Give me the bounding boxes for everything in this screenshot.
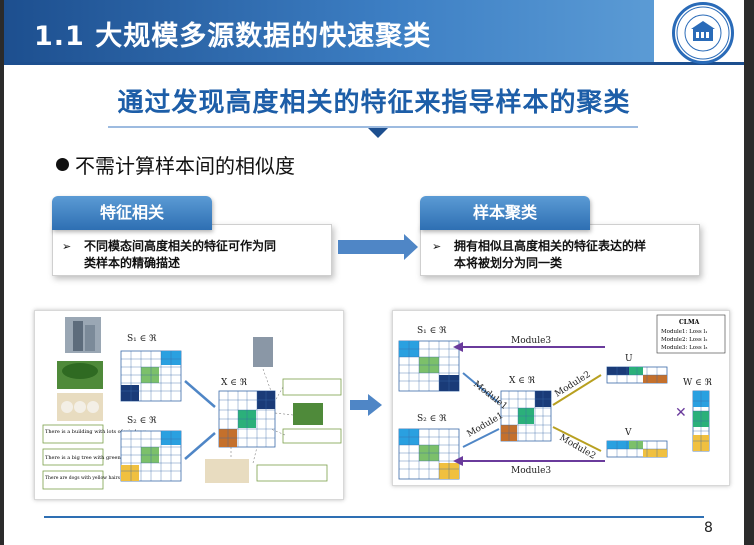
footer-rule [44,516,704,518]
right-figure-diagram: S₁ ∈ ℜ S₂ ∈ ℜ X ∈ ℜ [398,314,726,480]
flow-arrow [338,240,406,254]
slide-subtitle: 通过发现高度相关的特征来指导样本的聚类 [117,88,631,118]
rf-s2-matrix [398,428,460,480]
clma-line-3: Module3: Loss l₃ [661,345,707,351]
s1-matrix [120,350,182,402]
feature-correlation-text: ➢ 不同模态间高度相关的特征可作为同 类样本的精确描述 [62,239,277,270]
left-figure: There is a building with lots of windows… [34,310,344,500]
arrow-bullet-icon: ➢ [432,240,442,253]
sample-clustering-card [420,224,700,276]
clma-legend [656,314,726,354]
module-label-bottom: Module3 [511,466,551,476]
flow-arrow-head [404,234,418,260]
x-label: X ∈ ℜ [221,378,248,388]
s2-matrix [120,430,182,482]
bullet-dot-icon [56,158,69,171]
bullet-point: 不需计算样本间的相似度 [56,150,295,179]
w-matrix [692,390,710,452]
right-figure: S₁ ∈ ℜ S₂ ∈ ℜ X ∈ ℜ [392,310,730,486]
w-label: W ∈ ℜ [683,378,713,388]
feature-correlation-heading: 特征相关 [52,196,212,230]
page-number: 8 [704,520,713,536]
multiply-icon: ✕ [675,405,687,421]
subtitle-arrow [368,128,388,138]
rf-s1-label: S₁ ∈ ℜ [417,326,447,336]
clma-line-2: Module2: Loss l₂ [661,337,707,343]
s1-label: S₁ ∈ ℜ [127,334,157,344]
figure-transition-arrow-head [368,394,382,416]
v-label: V [624,428,632,438]
clma-title: CLMA [679,319,700,326]
rf-s1-matrix [398,340,460,392]
caption-3: There are dogs with yellow hairs are sit… [45,475,167,481]
v-matrix [606,440,668,458]
arrow-bullet-icon: ➢ [62,240,72,253]
caption-2: There is a big tree with green leaves [45,455,139,461]
title-bar: 1.1 大规模多源数据的快速聚类 [4,0,654,62]
slide: 1.1 大规模多源数据的快速聚类 通过发现高度相关的特征来指导样本的聚类 不需计… [4,0,744,545]
sample-clustering-text: ➢ 拥有相似且高度相关的特征表达的样 本将被划分为同一类 [432,239,647,270]
caption-1: There is a building with lots of windows [45,429,147,435]
rf-x-label: X ∈ ℜ [509,376,536,386]
rf-x-matrix [500,390,552,442]
bullet-text: 不需计算样本间的相似度 [75,154,295,178]
module-label-top: Module3 [511,336,551,346]
x-matrix [218,390,276,448]
module-label-m2b: Module2 [558,433,598,462]
sample-clustering-heading: 样本聚类 [420,196,590,230]
left-figure-diagram: There is a building with lots of windows… [42,317,342,490]
s2-label: S₂ ∈ ℜ [127,416,157,426]
slide-title: 1.1 大规模多源数据的快速聚类 [34,21,432,52]
figure-transition-arrow [350,400,370,410]
u-label: U [625,354,633,364]
building-image-2 [253,337,273,367]
clma-line-1: Module1: Loss l₁ [661,329,707,335]
dogs-image-2 [205,459,249,483]
tree-image-2 [293,403,323,425]
title-underline [4,62,744,65]
subtitle-rule [108,126,638,128]
rf-s2-label: S₂ ∈ ℜ [417,414,447,424]
u-matrix [606,366,668,384]
feature-correlation-card [52,224,332,276]
university-logo [672,2,734,64]
